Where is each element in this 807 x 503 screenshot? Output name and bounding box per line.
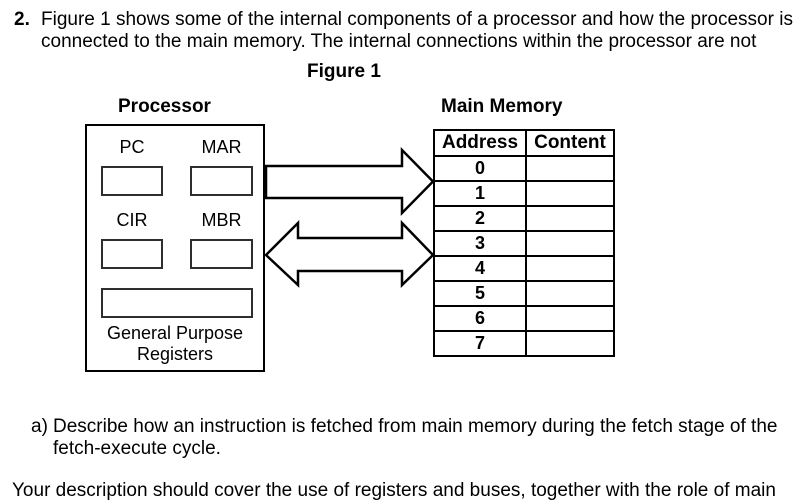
part-a-text: Describe how an instruction is fetched f… <box>53 416 777 460</box>
part-a-line-1: Describe how an instruction is fetched f… <box>53 416 778 437</box>
memory-row: 4 <box>433 255 615 282</box>
part-a-label: a) <box>31 416 48 437</box>
address-cell: 1 <box>433 180 527 207</box>
general-purpose-registers-label: General Purpose Registers <box>87 323 263 365</box>
question-text-line-2: connected to the main memory. The intern… <box>41 31 757 52</box>
address-cell: 0 <box>433 155 527 182</box>
register-label-pc: PC <box>119 137 145 157</box>
content-cell <box>525 330 615 357</box>
content-cell <box>525 255 615 282</box>
general-purpose-registers-box <box>101 288 253 318</box>
footer-text: Your description should cover the use of… <box>12 480 776 501</box>
memory-row: 2 <box>433 205 615 232</box>
processor-heading: Processor <box>118 96 211 117</box>
register-box-cir <box>101 239 163 269</box>
register-box-mar <box>190 166 253 196</box>
main-memory-heading: Main Memory <box>441 96 563 117</box>
address-cell: 5 <box>433 280 527 307</box>
memory-row: 3 <box>433 230 615 257</box>
gpr-label-line-1: General Purpose <box>106 323 244 343</box>
figure-title: Figure 1 <box>307 61 381 82</box>
question-number: 2. <box>14 9 30 30</box>
question-text: Figure 1 shows some of the internal comp… <box>41 9 793 53</box>
register-box-pc <box>101 166 163 196</box>
address-cell: 2 <box>433 205 527 232</box>
column-header-content: Content <box>525 129 615 157</box>
memory-row: 5 <box>433 280 615 307</box>
address-cell: 6 <box>433 305 527 332</box>
content-cell <box>525 230 615 257</box>
memory-header-row: Address Content <box>433 129 615 157</box>
content-cell <box>525 205 615 232</box>
question-text-line-1: Figure 1 shows some of the internal comp… <box>41 9 793 30</box>
part-a-line-2: fetch-execute cycle. <box>53 438 221 459</box>
memory-row: 7 <box>433 330 615 357</box>
address-bus-arrow-icon <box>264 146 435 217</box>
memory-row: 1 <box>433 180 615 207</box>
address-cell: 3 <box>433 230 527 257</box>
register-label-mar: MAR <box>201 137 242 157</box>
register-label-mbr: MBR <box>201 210 242 230</box>
address-cell: 7 <box>433 330 527 357</box>
register-label-cir: CIR <box>116 210 148 230</box>
memory-table: Address Content 0 1 2 3 4 5 6 <box>433 129 615 357</box>
bus-arrows <box>264 146 435 288</box>
content-cell <box>525 180 615 207</box>
memory-row: 0 <box>433 155 615 182</box>
content-cell <box>525 305 615 332</box>
column-header-address: Address <box>433 129 527 157</box>
address-cell: 4 <box>433 255 527 282</box>
register-box-mbr <box>190 239 253 269</box>
processor-box: PC MAR CIR MBR General Purpose Registers <box>85 124 265 372</box>
content-cell <box>525 280 615 307</box>
gpr-label-line-2: Registers <box>136 344 214 364</box>
memory-row: 6 <box>433 305 615 332</box>
content-cell <box>525 155 615 182</box>
data-bus-arrow-icon <box>264 219 435 288</box>
